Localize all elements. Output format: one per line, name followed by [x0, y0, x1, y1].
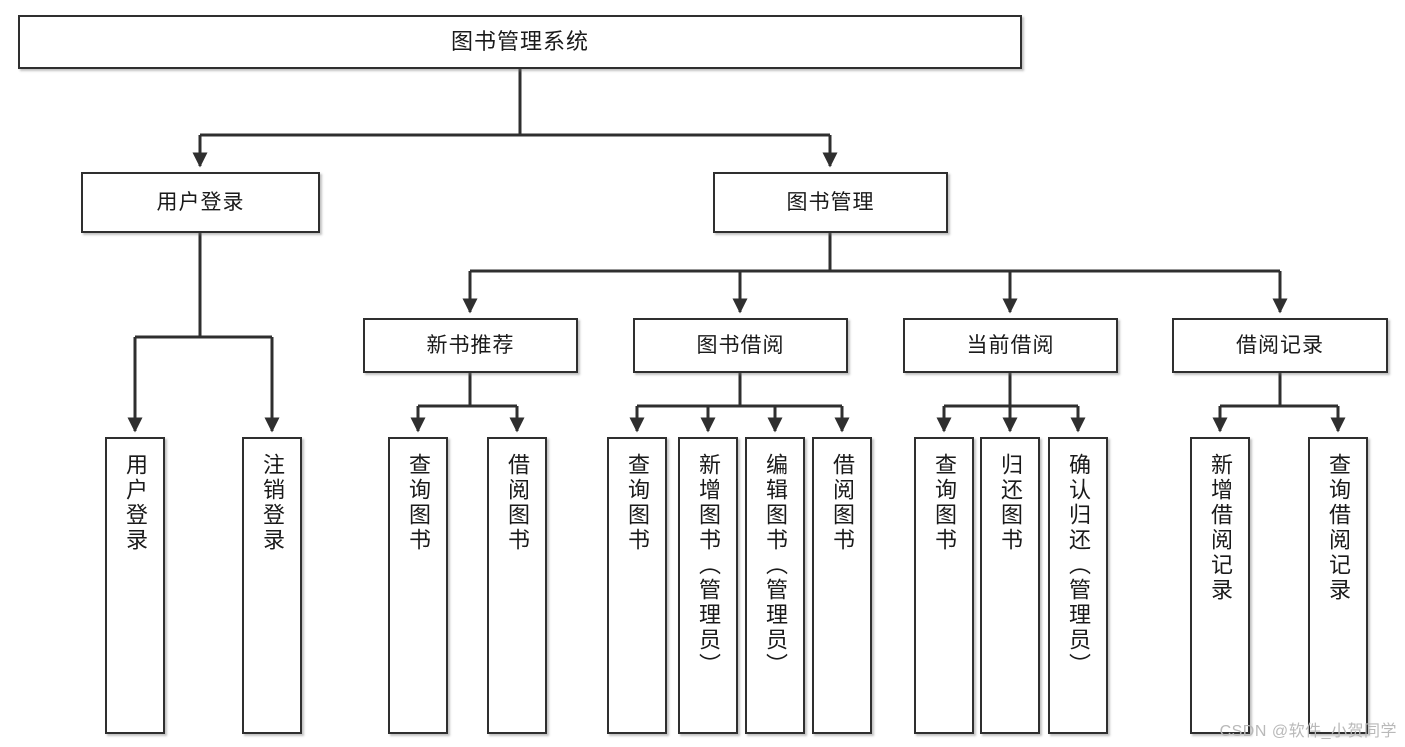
leaf-borrow-book-nbr[interactable]: 借阅图书 — [487, 437, 547, 734]
leaf-query-book-cb[interactable]: 查询图书 — [914, 437, 974, 734]
node-label: 查询借阅记录 — [1326, 453, 1351, 603]
node-label: 查询图书 — [625, 453, 650, 553]
node-label: 确认归还（管理员） — [1066, 453, 1091, 678]
leaf-add-borrow-record[interactable]: 新增借阅记录 — [1190, 437, 1250, 734]
node-user-login[interactable]: 用户登录 — [81, 172, 320, 233]
node-label: 借阅记录 — [1236, 333, 1324, 357]
node-label: 新增图书（管理员） — [696, 453, 721, 678]
leaf-query-book-nbr[interactable]: 查询图书 — [388, 437, 448, 734]
node-label: 新书推荐 — [426, 333, 515, 357]
node-label: 编辑图书（管理员） — [763, 453, 788, 678]
node-label: 注销登录 — [260, 453, 285, 553]
leaf-confirm-return-admin[interactable]: 确认归还（管理员） — [1048, 437, 1108, 734]
node-book-management[interactable]: 图书管理 — [713, 172, 948, 233]
leaf-edit-book-admin[interactable]: 编辑图书（管理员） — [745, 437, 805, 734]
node-borrowing-record[interactable]: 借阅记录 — [1172, 318, 1388, 373]
leaf-query-borrow-record[interactable]: 查询借阅记录 — [1308, 437, 1368, 734]
leaf-add-book-admin[interactable]: 新增图书（管理员） — [678, 437, 738, 734]
node-label: 借阅图书 — [505, 453, 530, 553]
leaf-borrow-book-bb[interactable]: 借阅图书 — [812, 437, 872, 734]
node-new-book-recommendation[interactable]: 新书推荐 — [363, 318, 578, 373]
node-label: 当前借阅 — [966, 333, 1055, 357]
node-label: 图书借阅 — [696, 333, 785, 357]
node-label: 查询图书 — [932, 453, 957, 553]
leaf-user-login[interactable]: 用户登录 — [105, 437, 165, 734]
leaf-query-book-bb[interactable]: 查询图书 — [607, 437, 667, 734]
node-label: 图书管理 — [786, 190, 875, 214]
leaf-logout[interactable]: 注销登录 — [242, 437, 302, 734]
csdn-watermark: CSDN @软件_小贺同学 — [1219, 723, 1397, 740]
node-label: 借阅图书 — [830, 453, 855, 553]
node-book-borrowing[interactable]: 图书借阅 — [633, 318, 848, 373]
node-label: 归还图书 — [998, 453, 1023, 553]
leaf-return-book[interactable]: 归还图书 — [980, 437, 1040, 734]
node-current-borrowing[interactable]: 当前借阅 — [903, 318, 1118, 373]
node-label: 图书管理系统 — [450, 28, 589, 54]
node-label: 新增借阅记录 — [1208, 453, 1233, 603]
node-label: 用户登录 — [156, 190, 245, 214]
node-label: 用户登录 — [123, 453, 148, 553]
node-root-book-management-system[interactable]: 图书管理系统 — [18, 15, 1022, 69]
node-label: 查询图书 — [406, 453, 431, 553]
